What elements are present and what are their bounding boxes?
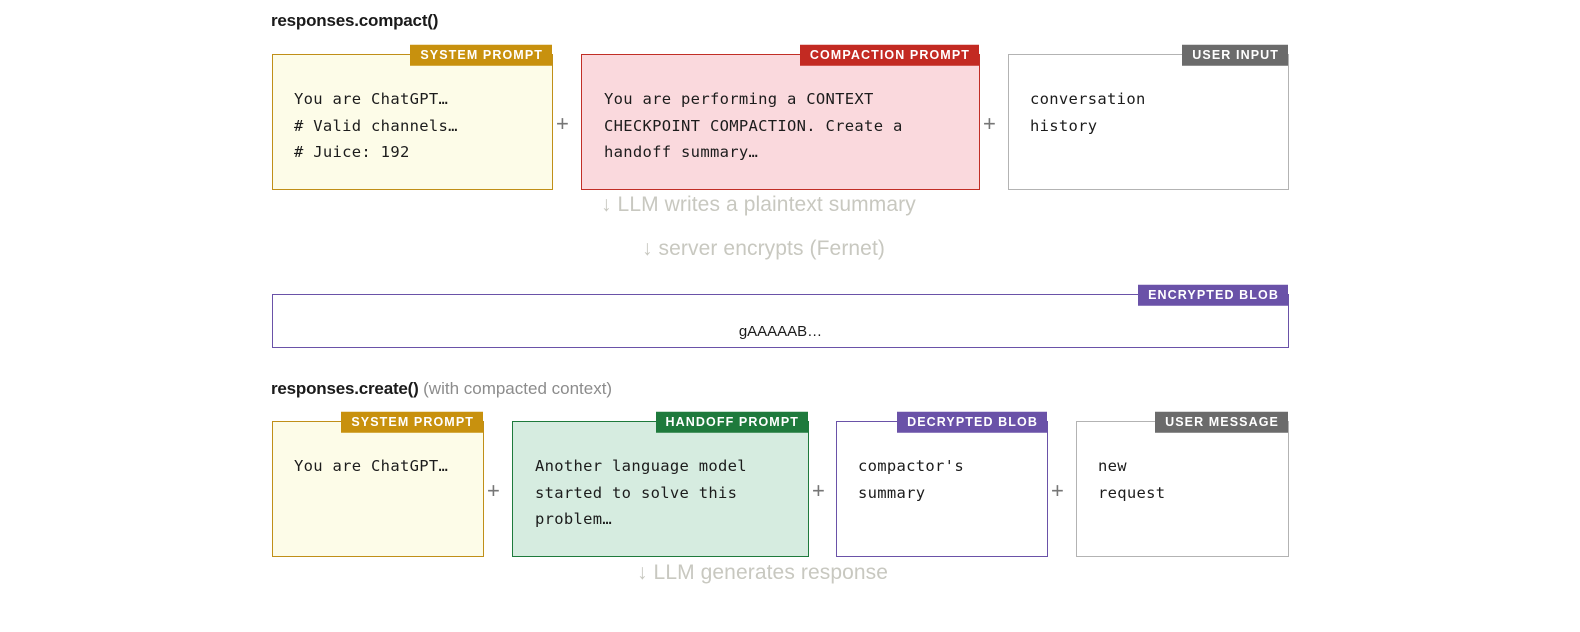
card-decrypted-blob: DECRYPTED BLOB compactor's summary (836, 411, 1048, 557)
badge-handoff-prompt: HANDOFF PROMPT (655, 411, 808, 433)
card-handoff-prompt: HANDOFF PROMPT Another language model st… (512, 411, 809, 557)
badge-user-input: USER INPUT (1182, 44, 1288, 66)
section-title-create: responses.create() (271, 379, 419, 398)
card-system-prompt-compact: SYSTEM PROMPT You are ChatGPT… # Valid c… (272, 44, 553, 190)
badge-system-prompt-create: SYSTEM PROMPT (341, 411, 483, 433)
badge-user-message: USER MESSAGE (1155, 411, 1288, 433)
section-heading-compact: responses.compact() (271, 11, 438, 31)
flow-caption-server-encrypts: ↓ server encrypts (Fernet) (642, 237, 885, 260)
section-heading-create: responses.create() (with compacted conte… (271, 379, 612, 399)
card-compaction-prompt: COMPACTION PROMPT You are performing a C… (581, 44, 980, 190)
section-title-compact: responses.compact() (271, 11, 439, 30)
section-subtitle-create: (with compacted context) (423, 379, 613, 398)
badge-system-prompt: SYSTEM PROMPT (410, 44, 552, 66)
card-body-encrypted-blob: gAAAAAB… (738, 323, 823, 340)
plus-separator-5: + (1051, 478, 1064, 503)
plus-separator-2: + (983, 111, 996, 136)
card-body-decrypted-blob: compactor's summary (858, 457, 964, 502)
badge-decrypted-blob: DECRYPTED BLOB (897, 411, 1047, 433)
flow-caption-llm-generates-response: ↓ LLM generates response (637, 561, 889, 584)
card-body-system-prompt-create: You are ChatGPT… (294, 457, 449, 475)
plus-separator-3: + (487, 478, 500, 503)
card-body-handoff-prompt: Another language model started to solve … (535, 457, 747, 528)
card-body-system-prompt: You are ChatGPT… # Valid channels… # Jui… (294, 90, 458, 161)
badge-compaction-prompt: COMPACTION PROMPT (799, 44, 979, 66)
card-system-prompt-create: SYSTEM PROMPT You are ChatGPT… (272, 411, 484, 557)
card-body-user-message: new request (1098, 457, 1166, 502)
card-user-input: USER INPUT conversation history (1008, 44, 1289, 190)
flow-caption-llm-writes-summary: ↓ LLM writes a plaintext summary (601, 193, 916, 216)
plus-separator-1: + (556, 111, 569, 136)
card-encrypted-blob: ENCRYPTED BLOB gAAAAAB… (272, 284, 1289, 348)
plus-separator-4: + (812, 478, 825, 503)
card-body-user-input: conversation history (1030, 90, 1146, 135)
card-body-compaction-prompt: You are performing a CONTEXT CHECKPOINT … (604, 90, 903, 161)
card-user-message: USER MESSAGE new request (1076, 411, 1289, 557)
badge-encrypted-blob: ENCRYPTED BLOB (1138, 284, 1288, 306)
